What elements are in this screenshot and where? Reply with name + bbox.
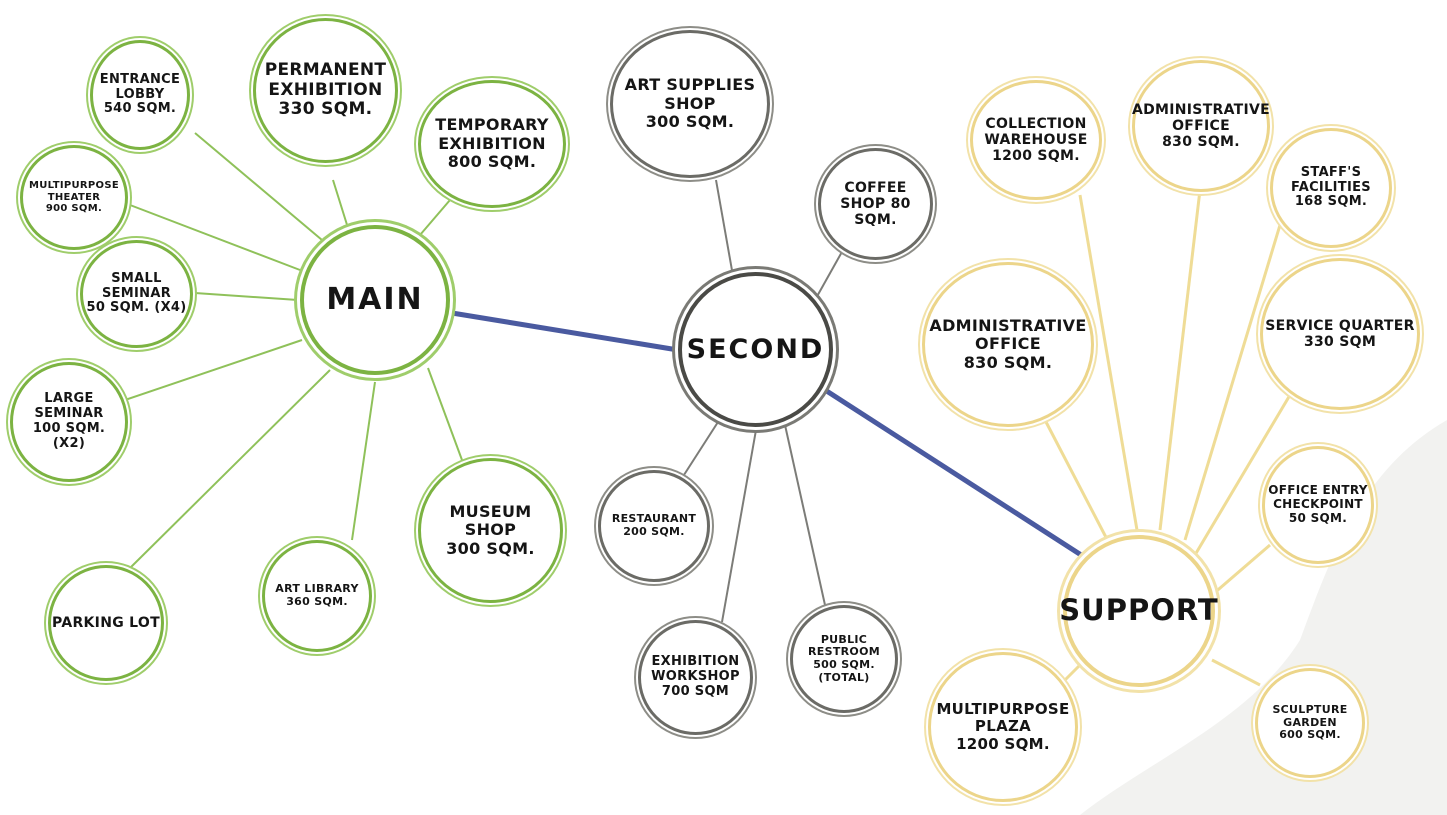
office-entry-checkpoint-label: OFFICE ENTRY CHECKPOINT 50 SQM. [1268, 483, 1368, 525]
second-hub[interactable]: SECOND [678, 272, 833, 427]
large-seminar-node[interactable]: LARGE SEMINAR 100 SQM. (X2) [10, 362, 128, 482]
multipurpose-theater-node[interactable]: MULTIPURPOSE THEATER 900 SQM. [20, 145, 128, 250]
multipurpose-plaza-node[interactable]: MULTIPURPOSE PLAZA 1200 SQM. [928, 652, 1078, 802]
permanent-exhibition-label: PERMANENT EXHIBITION 330 SQM. [264, 60, 387, 120]
collection-warehouse-node[interactable]: COLLECTION WAREHOUSE 1200 SQM. [970, 80, 1102, 200]
link-second-support [820, 385, 1094, 565]
main-hub-label: MAIN [326, 281, 424, 317]
link-support-collection-warehouse [1078, 194, 1139, 531]
link-second-art-supplies [715, 179, 734, 277]
entrance-lobby-label: ENTRANCE LOBBY 540 SQM. [99, 71, 181, 117]
link-main-small-seminar [194, 292, 299, 301]
administrative-office-left-node[interactable]: ADMINISTRATIVE OFFICE 830 SQM. [922, 262, 1094, 427]
collection-warehouse-label: COLLECTION WAREHOUSE 1200 SQM. [984, 115, 1088, 165]
link-main-multipurpose-theater [129, 204, 301, 271]
art-library-label: ART LIBRARY 360 SQM. [275, 582, 359, 608]
art-library-node[interactable]: ART LIBRARY 360 SQM. [262, 540, 372, 652]
museum-shop-label: MUSEUM SHOP 300 SQM. [446, 501, 535, 558]
art-supplies-shop-node[interactable]: ART SUPPLIES SHOP 300 SQM. [610, 30, 770, 178]
link-support-staffs-facilities [1183, 224, 1282, 541]
art-supplies-shop-label: ART SUPPLIES SHOP 300 SQM. [624, 75, 756, 132]
link-second-coffee-shop [814, 249, 844, 301]
link-main-temporary-exhibition [419, 199, 451, 236]
exhibition-workshop-label: EXHIBITION WORKSHOP 700 SQM [651, 654, 740, 699]
permanent-exhibition-node[interactable]: PERMANENT EXHIBITION 330 SQM. [253, 18, 398, 163]
small-seminar-node[interactable]: SMALL SEMINAR 50 SQM. (X4) [80, 240, 193, 348]
service-quarter-node[interactable]: SERVICE QUARTER 330 SQM [1260, 258, 1420, 410]
multipurpose-plaza-label: MULTIPURPOSE PLAZA 1200 SQM. [936, 700, 1070, 753]
coffee-shop-node[interactable]: COFFEE SHOP 80 SQM. [818, 148, 933, 260]
parking-lot-label: PARKING LOT [52, 614, 160, 631]
link-support-service-quarter [1190, 394, 1292, 561]
entrance-lobby-node[interactable]: ENTRANCE LOBBY 540 SQM. [90, 40, 190, 150]
support-hub-label: SUPPORT [1059, 593, 1219, 628]
link-support-office-entry [1211, 543, 1271, 597]
link-main-second [451, 310, 679, 353]
administrative-office-left-label: ADMINISTRATIVE OFFICE 830 SQM. [929, 315, 1087, 372]
sculpture-garden-label: SCULPTURE GARDEN 600 SQM. [1272, 703, 1348, 742]
link-support-administrative-office-top [1158, 189, 1202, 531]
public-restroom-label: PUBLIC RESTROOM 500 SQM. (TOTAL) [808, 632, 880, 684]
second-hub-label: SECOND [686, 333, 825, 365]
museum-shop-node[interactable]: MUSEUM SHOP 300 SQM. [418, 458, 563, 603]
link-main-parking-lot [127, 369, 331, 571]
link-support-administrative-office-left [1043, 419, 1112, 546]
office-entry-checkpoint-node[interactable]: OFFICE ENTRY CHECKPOINT 50 SQM. [1262, 446, 1374, 564]
large-seminar-label: LARGE SEMINAR 100 SQM. (X2) [32, 391, 106, 451]
administrative-office-top-node[interactable]: ADMINISTRATIVE OFFICE 830 SQM. [1132, 60, 1270, 192]
temporary-exhibition-node[interactable]: TEMPORARY EXHIBITION 800 SQM. [418, 80, 566, 208]
coffee-shop-label: COFFEE SHOP 80 SQM. [840, 179, 911, 229]
staffs-facilities-label: STAFF'S FACILITIES 168 SQM. [1291, 164, 1371, 210]
link-main-entrance-lobby [194, 132, 323, 241]
link-main-large-seminar [124, 339, 303, 401]
multipurpose-theater-label: MULTIPURPOSE THEATER 900 SQM. [29, 180, 119, 215]
small-seminar-label: SMALL SEMINAR 50 SQM. (X4) [86, 270, 187, 316]
sculpture-garden-node[interactable]: SCULPTURE GARDEN 600 SQM. [1255, 668, 1365, 778]
service-quarter-label: SERVICE QUARTER 330 SQM [1265, 317, 1415, 350]
staffs-facilities-node[interactable]: STAFF'S FACILITIES 168 SQM. [1270, 128, 1392, 248]
support-hub[interactable]: SUPPORT [1059, 535, 1218, 687]
link-main-museum-shop [427, 367, 463, 461]
link-main-art-library [351, 381, 376, 541]
administrative-office-top-label: ADMINISTRATIVE OFFICE 830 SQM. [1131, 101, 1271, 151]
main-hub[interactable]: MAIN [300, 225, 450, 375]
public-restroom-node[interactable]: PUBLIC RESTROOM 500 SQM. (TOTAL) [790, 605, 898, 713]
restaurant-label: RESTAURANT 200 SQM. [611, 512, 697, 538]
link-main-permanent-exhibition [332, 179, 349, 229]
exhibition-workshop-node[interactable]: EXHIBITION WORKSHOP 700 SQM [638, 620, 753, 735]
link-support-sculpture-garden [1211, 658, 1261, 687]
restaurant-node[interactable]: RESTAURANT 200 SQM. [598, 470, 710, 582]
temporary-exhibition-label: TEMPORARY EXHIBITION 800 SQM. [435, 115, 549, 172]
link-second-restaurant [681, 421, 719, 479]
link-second-public-restroom [784, 424, 826, 606]
link-support-multipurpose-plaza [1063, 663, 1082, 682]
parking-lot-node[interactable]: PARKING LOT [48, 565, 164, 681]
link-second-exhibition-workshop [721, 429, 757, 623]
